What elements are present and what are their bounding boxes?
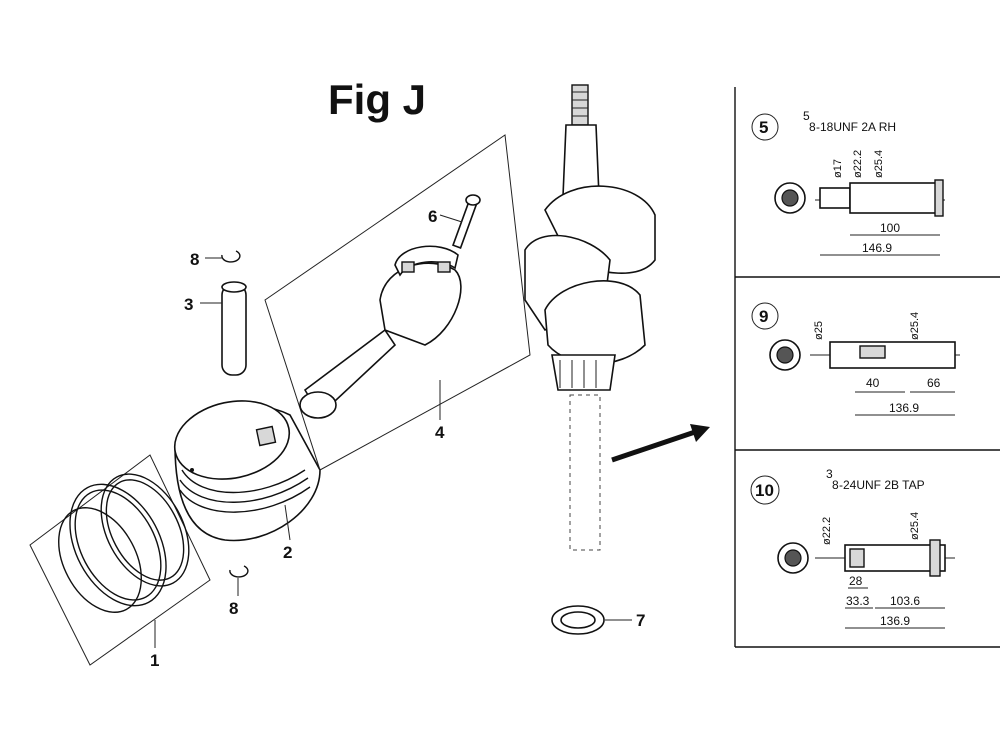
crankshaft-lower-web	[544, 280, 646, 365]
svg-text:ø25: ø25	[813, 321, 825, 340]
callout-oil-seal: 7	[636, 611, 645, 630]
svg-text:103.6: 103.6	[890, 594, 920, 608]
svg-text:100: 100	[880, 221, 900, 235]
figure-title: Fig J	[328, 76, 427, 123]
svg-text:ø22.2: ø22.2	[821, 517, 833, 545]
callout-rod-bolt: 6	[428, 207, 437, 226]
piston-crown	[173, 400, 291, 480]
callout-clip-top: 8	[190, 250, 199, 269]
piston-ring-outer	[69, 483, 167, 607]
piston-pin-clip-top	[221, 250, 241, 263]
svg-text:ø17: ø17	[832, 159, 844, 178]
connecting-rod-small-end	[299, 391, 337, 419]
crankshaft-threaded-end	[571, 84, 589, 126]
callout-connecting-rod: 4	[435, 423, 445, 442]
svg-text:66: 66	[927, 376, 941, 390]
variant-5-label: 5	[759, 118, 768, 137]
connecting-rod-frame	[264, 134, 531, 471]
crankshaft-pto-shaft	[569, 394, 601, 551]
svg-text:8: 8	[832, 478, 839, 492]
svg-text:ø25.4: ø25.4	[873, 150, 885, 178]
piston-rings-group: 1	[29, 454, 211, 670]
piston-ring-inner	[58, 507, 142, 613]
piston-group: 2	[173, 400, 321, 562]
callout-piston-pin: 3	[184, 295, 193, 314]
svg-text:146.9: 146.9	[862, 241, 892, 255]
svg-text:ø25.4: ø25.4	[909, 512, 921, 540]
svg-text:ø22.2: ø22.2	[852, 150, 864, 178]
svg-text:ø25.4: ø25.4	[909, 312, 921, 340]
svg-text:-18UNF 2A RH: -18UNF 2A RH	[816, 120, 896, 134]
svg-text:136.9: 136.9	[889, 401, 919, 415]
svg-text:-24UNF 2B TAP: -24UNF 2B TAP	[839, 478, 925, 492]
piston-ring-middle	[100, 473, 190, 587]
variant-10-label: 10	[755, 481, 774, 500]
connecting-rod-group: 4 6	[264, 134, 531, 471]
variant-arrow	[611, 429, 696, 463]
piston-pin-clip-bottom	[229, 565, 249, 578]
variant-9-label: 9	[759, 307, 768, 326]
crankshaft-variants-panel: 5 5 8 -18UNF 2A RH ø17 ø22.2 ø25.4 100 1…	[734, 87, 1000, 648]
crankshaft-group: 7	[524, 84, 710, 635]
variant-9: 9 ø25 ø25.4 40 66 136.9	[751, 302, 960, 416]
rod-bolt	[452, 199, 478, 249]
connecting-rod-big-end	[379, 262, 462, 346]
callout-piston-rings: 1	[150, 651, 159, 670]
piston-pin	[221, 284, 247, 376]
svg-text:33.3: 33.3	[846, 594, 870, 608]
svg-text:40: 40	[866, 376, 880, 390]
svg-text:28: 28	[849, 574, 863, 588]
svg-text:3: 3	[826, 467, 833, 481]
callout-clip-bottom: 8	[229, 599, 238, 618]
svg-text:8: 8	[809, 120, 816, 134]
svg-text:136.9: 136.9	[880, 614, 910, 628]
callout-piston: 2	[283, 543, 292, 562]
variant-5: 5 5 8 -18UNF 2A RH ø17 ø22.2 ø25.4 100 1…	[751, 109, 945, 256]
piston-pin-group: 3 8 8	[184, 250, 249, 618]
variant-10: 10 3 8 -24UNF 2B TAP ø22.2 ø25.4 28 33.3…	[750, 467, 955, 629]
svg-text:5: 5	[803, 109, 810, 123]
